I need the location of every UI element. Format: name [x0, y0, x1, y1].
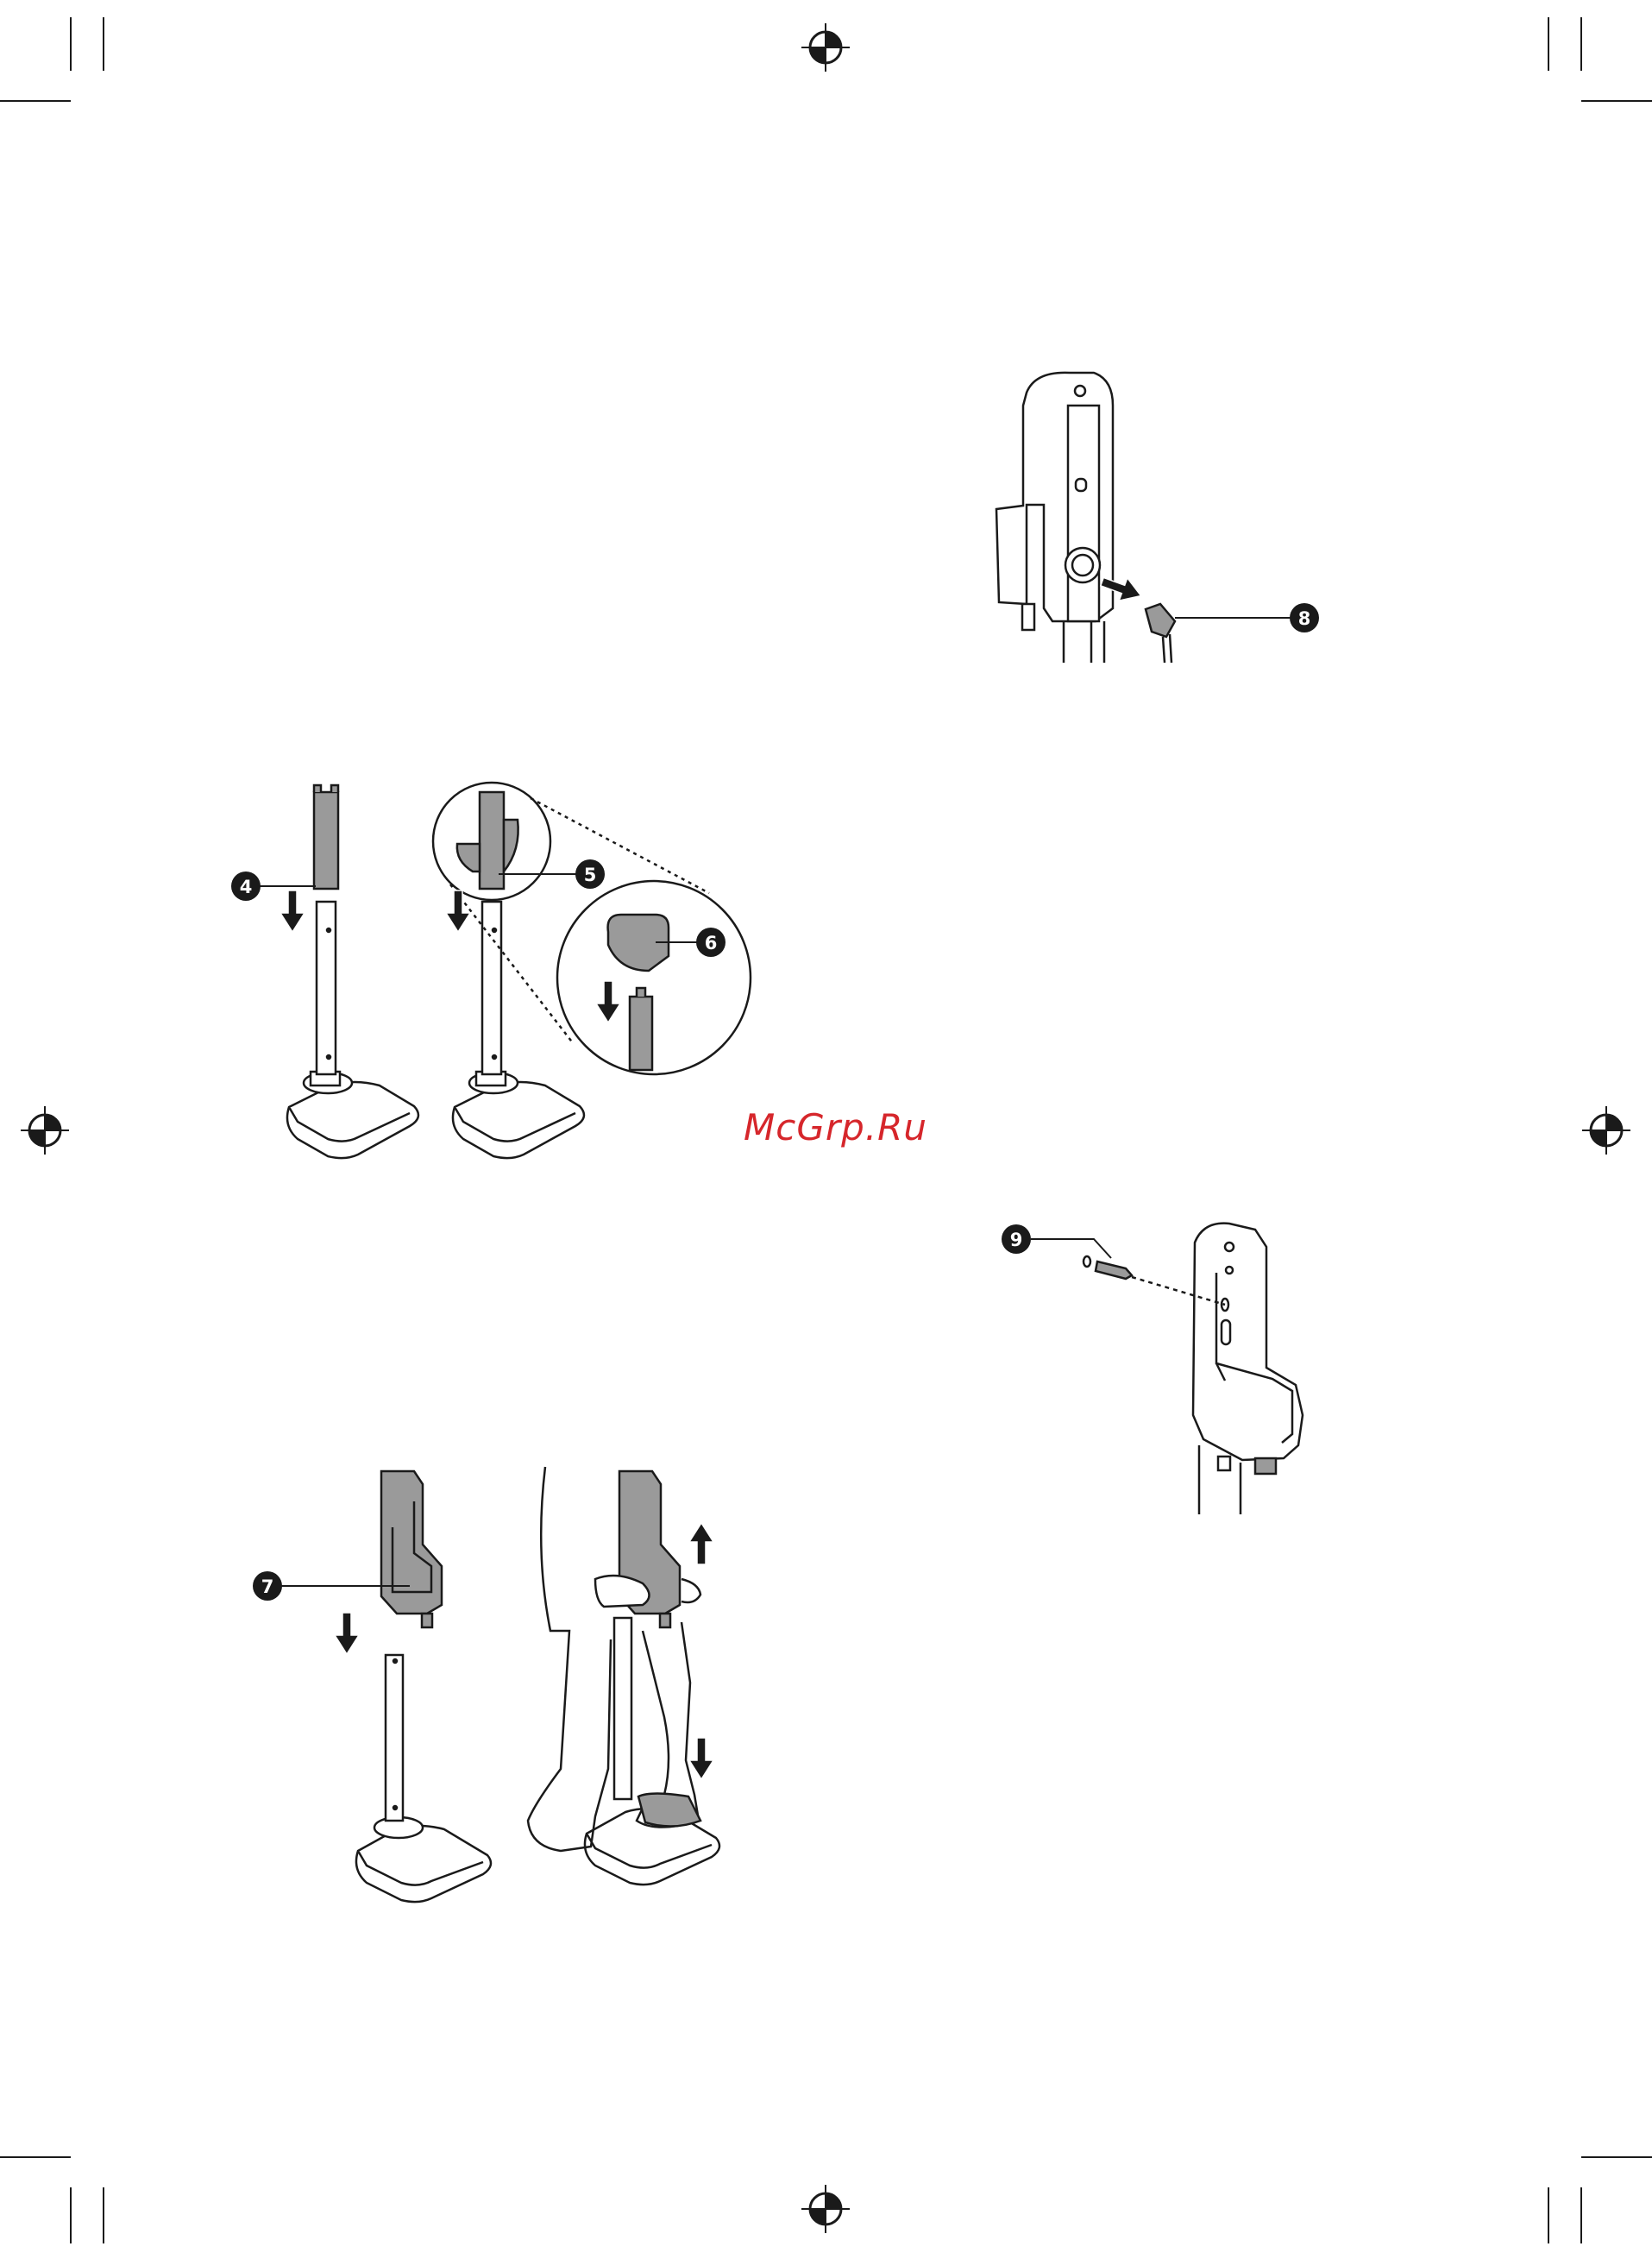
registration-mark-icon — [801, 23, 850, 72]
watermark-text: McGrp.Ru — [744, 1106, 927, 1148]
down-arrow-icon — [446, 890, 470, 932]
figure-pipe-assembly — [287, 783, 751, 1158]
callout-8: 8 — [1175, 603, 1319, 632]
callout-label: 6 — [705, 933, 718, 953]
callout-9: 9 — [1002, 1224, 1111, 1258]
registration-mark-icon — [21, 1106, 69, 1155]
callout-5: 5 — [499, 859, 605, 889]
callout-label: 5 — [584, 865, 597, 885]
callout-4: 4 — [231, 872, 316, 901]
up-arrow-icon — [689, 1523, 713, 1564]
callout-label: 7 — [261, 1576, 274, 1597]
down-arrow-icon — [689, 1738, 713, 1779]
callout-label: 9 — [1010, 1230, 1023, 1250]
registration-mark-icon — [801, 2185, 850, 2233]
registration-mark-icon — [1582, 1106, 1630, 1155]
figure-holder-mounting — [356, 1467, 719, 1902]
callout-label: 8 — [1298, 608, 1311, 629]
figure-screw-fixing — [1084, 1224, 1303, 1514]
down-arrow-icon — [335, 1613, 359, 1654]
figure-power-plug — [996, 373, 1175, 663]
callout-label: 4 — [240, 877, 253, 897]
down-arrow-icon — [280, 890, 305, 932]
